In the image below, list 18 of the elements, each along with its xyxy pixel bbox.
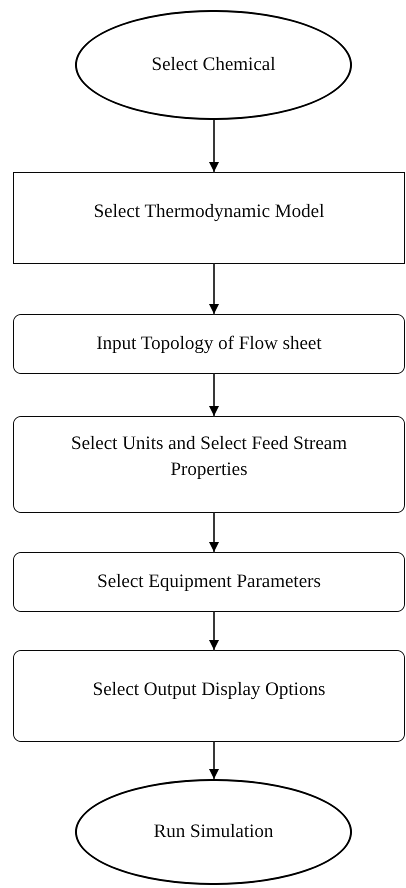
process-box bbox=[13, 314, 405, 374]
arrow bbox=[209, 374, 219, 416]
arrow bbox=[209, 742, 219, 779]
step-label: Select Output Display Options bbox=[92, 678, 326, 702]
step-label: Run Simulation bbox=[154, 820, 274, 844]
arrow bbox=[209, 264, 219, 314]
step-label: Select Chemical bbox=[152, 53, 276, 78]
arrow bbox=[209, 513, 219, 552]
arrow bbox=[209, 120, 219, 172]
process-box bbox=[13, 172, 405, 264]
arrow bbox=[209, 612, 219, 650]
process-box bbox=[13, 650, 405, 742]
process-box bbox=[13, 552, 405, 612]
step-label: Select Thermodynamic Model bbox=[94, 200, 324, 224]
step-label: Input Topology of Flow sheet bbox=[96, 332, 322, 356]
process-box bbox=[13, 416, 405, 513]
step-label: Select Equipment Parameters bbox=[97, 570, 321, 594]
step-label: Select Units and Select Feed Stream Properties bbox=[70, 432, 348, 482]
